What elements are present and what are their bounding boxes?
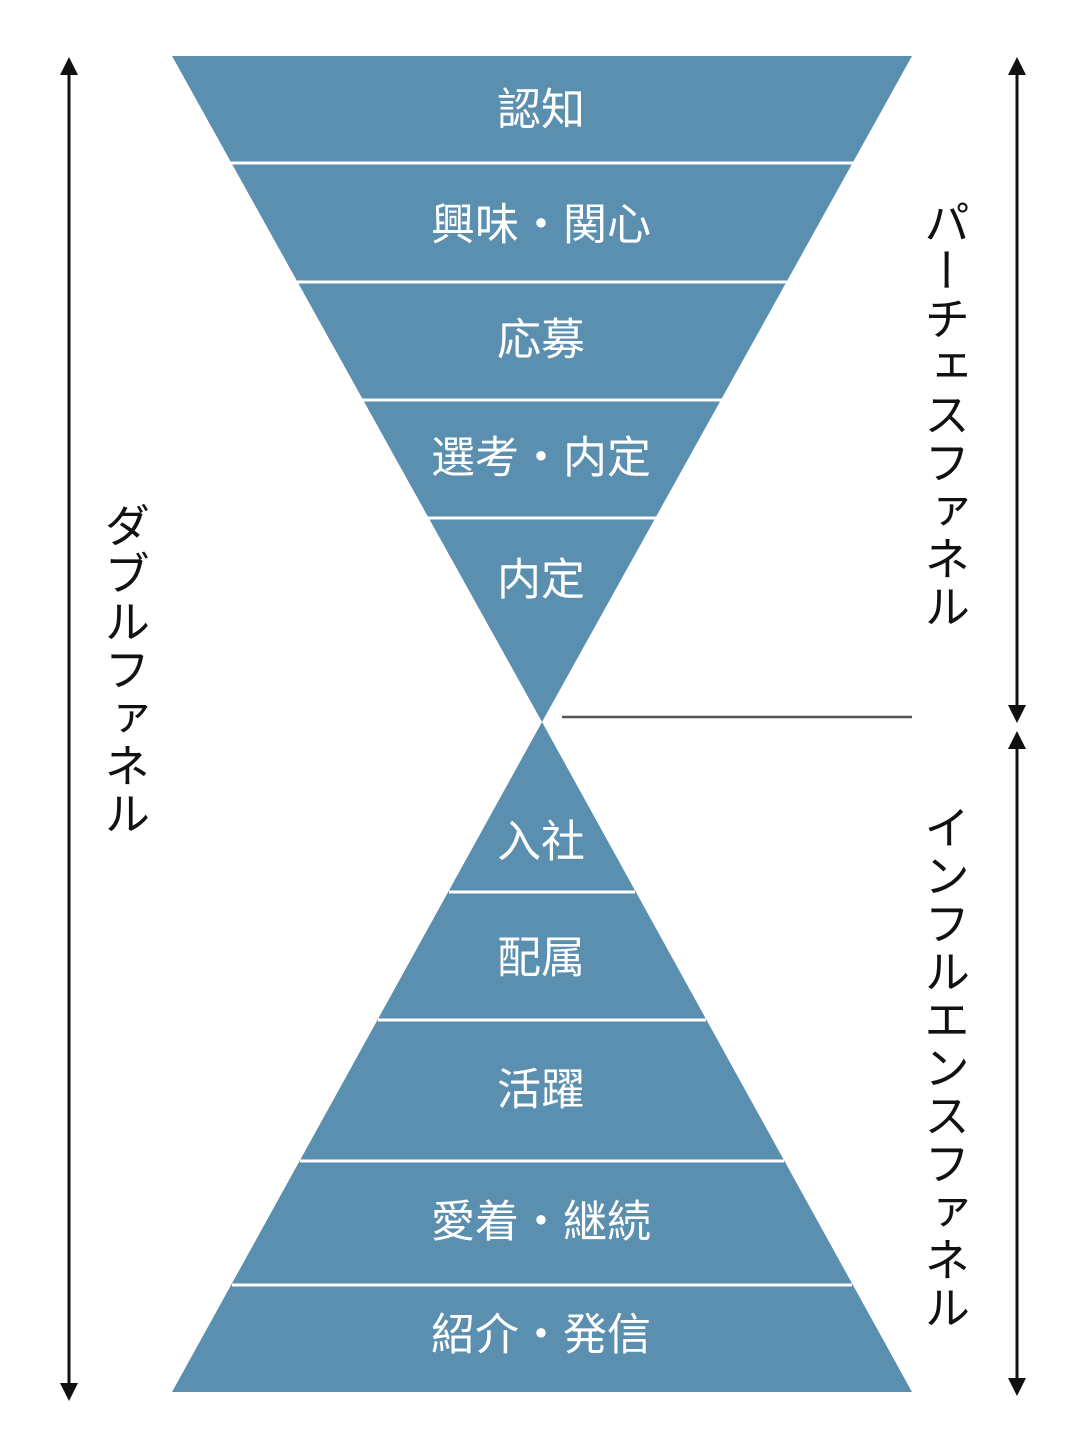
purchase-funnel-label: パーチェスファネル — [917, 199, 971, 631]
influence-funnel-label: インフルエンスファネル — [917, 804, 971, 1332]
stage-label-performance: 活躍 — [497, 1065, 585, 1116]
stage-label-offer: 内定 — [497, 555, 585, 606]
influence-funnel-shape — [172, 722, 912, 1392]
stage-label-interest: 興味・関心 — [431, 200, 651, 251]
stage-label-engagement: 愛着・継続 — [431, 1197, 651, 1248]
double-funnel-label: ダブルファネル — [97, 502, 151, 838]
stage-label-awareness: 認知 — [497, 85, 585, 136]
stage-label-joining: 入社 — [497, 817, 585, 868]
stage-label-assignment: 配属 — [497, 933, 585, 984]
stage-label-referral: 紹介・発信 — [431, 1310, 651, 1361]
stage-label-selection: 選考・内定 — [431, 433, 651, 484]
purchase-funnel-shape — [172, 56, 912, 722]
stage-label-application: 応募 — [497, 315, 585, 366]
